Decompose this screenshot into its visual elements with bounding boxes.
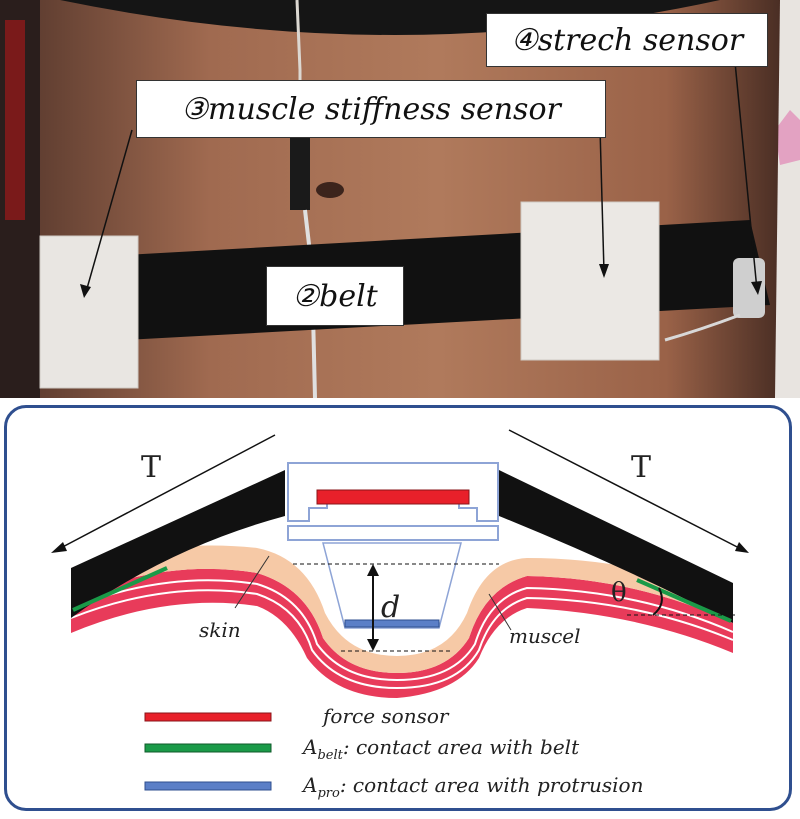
legend-protrusion-contact-swatch: [144, 781, 272, 791]
protrusion-contact: [344, 619, 440, 628]
belt-photo: ④strech sensor ③muscle stiffness sensor …: [0, 0, 800, 399]
skin-label: skin: [199, 618, 241, 642]
belt-contact-left: [72, 566, 168, 612]
legend-belt-contact-label: Abelt: contact area with belt: [303, 735, 579, 763]
label-muscle-stiffness-sensor: ③muscle stiffness sensor: [136, 80, 606, 138]
legend-protrusion-contact-label: Apro: contact area with protrusion: [303, 773, 643, 801]
label-belt: ②belt: [266, 266, 404, 326]
belt-left: [71, 470, 285, 618]
sensor-plate: [287, 525, 499, 541]
connector: [290, 135, 310, 210]
arrowhead: [735, 542, 749, 553]
pointer-line-stretch-sensor: [734, 61, 758, 291]
stiffness-sensor-box: [39, 235, 139, 389]
sensor-wire: [664, 313, 741, 342]
stretch-sensor-housing: [520, 201, 660, 361]
stretch-sensor: [733, 258, 765, 318]
belt-contact-right: [636, 578, 732, 623]
skin-pointer: [234, 555, 270, 609]
arrowhead: [51, 542, 67, 553]
muscle-pointer: [488, 593, 512, 631]
legend-belt-description: : contact area with belt: [342, 735, 580, 759]
force-sensor: [316, 489, 470, 505]
pointer-arrowhead: [751, 281, 762, 295]
angle-arc: [652, 587, 663, 616]
skin-layer: [71, 545, 733, 673]
label-stretch-sensor: ④strech sensor: [486, 13, 768, 67]
legend-protrusion-description: : contact area with protrusion: [339, 773, 644, 797]
legend-belt-contact-swatch: [144, 743, 272, 753]
arrowhead: [367, 564, 379, 576]
tension-arrow-right: [508, 429, 746, 552]
tension-arrow-left: [54, 434, 276, 552]
muscle-layer: [71, 568, 733, 698]
pointer-line-stiffness: [85, 129, 133, 293]
pointer-arrowhead: [80, 284, 91, 298]
legend-protrusion-subscript: pro: [317, 786, 340, 801]
pointer-arrowhead: [599, 264, 609, 278]
navel: [316, 182, 344, 198]
legend-belt-subscript: belt: [317, 748, 343, 763]
muscle-fiber-line: [70, 589, 734, 690]
legend-force-sensor-swatch: [144, 712, 272, 722]
legend-force-sensor-label: force sonsor: [323, 704, 449, 728]
pink-object: [775, 110, 800, 165]
diagram-drawing: [51, 429, 749, 791]
mechanism-diagram: T T d θ skin muscel force sonsor Abelt: …: [4, 405, 792, 811]
legend-belt-symbol: A: [303, 735, 318, 759]
tension-label-right: T: [631, 450, 652, 485]
pointer-line-stretch-box: [599, 127, 605, 273]
tension-label-left: T: [141, 450, 162, 485]
belt-right: [499, 470, 733, 623]
legend-protrusion-symbol: A: [303, 773, 318, 797]
angle-label: θ: [611, 578, 627, 608]
depth-label: d: [381, 590, 401, 625]
red-object: [5, 20, 25, 220]
muscle-label: muscel: [509, 624, 581, 648]
arrowhead: [367, 639, 379, 651]
muscle-fiber-line: [70, 579, 734, 682]
